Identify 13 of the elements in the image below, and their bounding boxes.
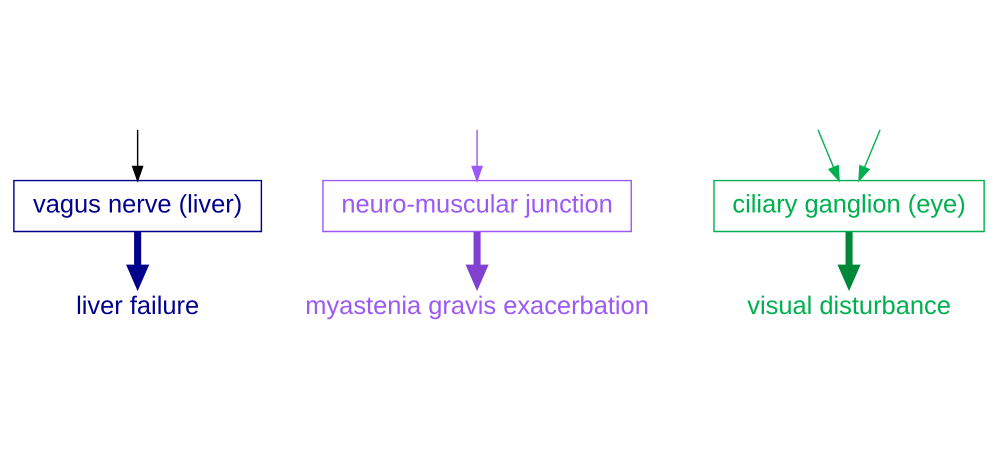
arrow <box>466 231 489 291</box>
node-text: visual disturbance <box>747 292 951 320</box>
node-box: ciliary ganglion (eye) <box>713 179 985 232</box>
node-text: liver failure <box>76 292 200 320</box>
arrow <box>471 129 484 182</box>
arrow <box>837 231 861 291</box>
node-box: vagus nerve (liver) <box>13 179 262 232</box>
arrow <box>817 129 840 182</box>
node-text: myastenia gravis exacerbation <box>305 292 649 320</box>
arrow <box>132 129 144 182</box>
arrow <box>858 129 881 182</box>
node-box: neuro-muscular junction <box>322 179 632 232</box>
arrow <box>126 231 150 291</box>
